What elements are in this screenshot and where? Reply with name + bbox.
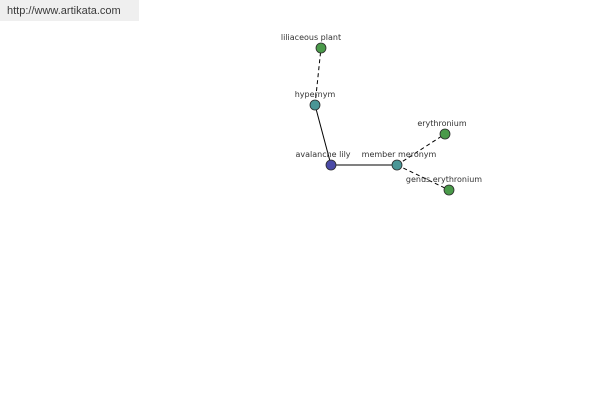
node-label-genus-erythronium[interactable]: genus erythronium: [406, 175, 482, 184]
edge-avalanche-lily-to-hypernym: [314, 104, 332, 166]
node-member-meronym[interactable]: [391, 159, 403, 171]
node-erythronium[interactable]: [439, 128, 451, 140]
node-liliaceous-plant[interactable]: [315, 42, 327, 54]
node-label-hypernym[interactable]: hypernym: [295, 90, 336, 99]
url-banner[interactable]: http://www.artikata.com: [0, 0, 139, 21]
edges-layer: [314, 47, 450, 191]
node-label-liliaceous-plant[interactable]: liliaceous plant: [281, 33, 341, 42]
node-genus-erythronium[interactable]: [443, 184, 455, 196]
edge-member-meronym-to-genus-erythronium: [396, 164, 450, 191]
edge-hypernym-to-liliaceous-plant: [314, 47, 322, 106]
node-label-member-meronym[interactable]: member meronym: [362, 150, 437, 159]
labels-layer: avalanche lily hypernym liliaceous plant me…: [281, 33, 482, 184]
edge-member-meronym-to-erythronium: [396, 133, 446, 166]
node-label-avalanche-lily[interactable]: avalanche lily: [295, 150, 350, 159]
node-avalanche-lily[interactable]: [325, 159, 337, 171]
nodes-layer: [309, 42, 455, 196]
node-hypernym[interactable]: [309, 99, 321, 111]
node-label-erythronium[interactable]: erythronium: [417, 119, 467, 128]
